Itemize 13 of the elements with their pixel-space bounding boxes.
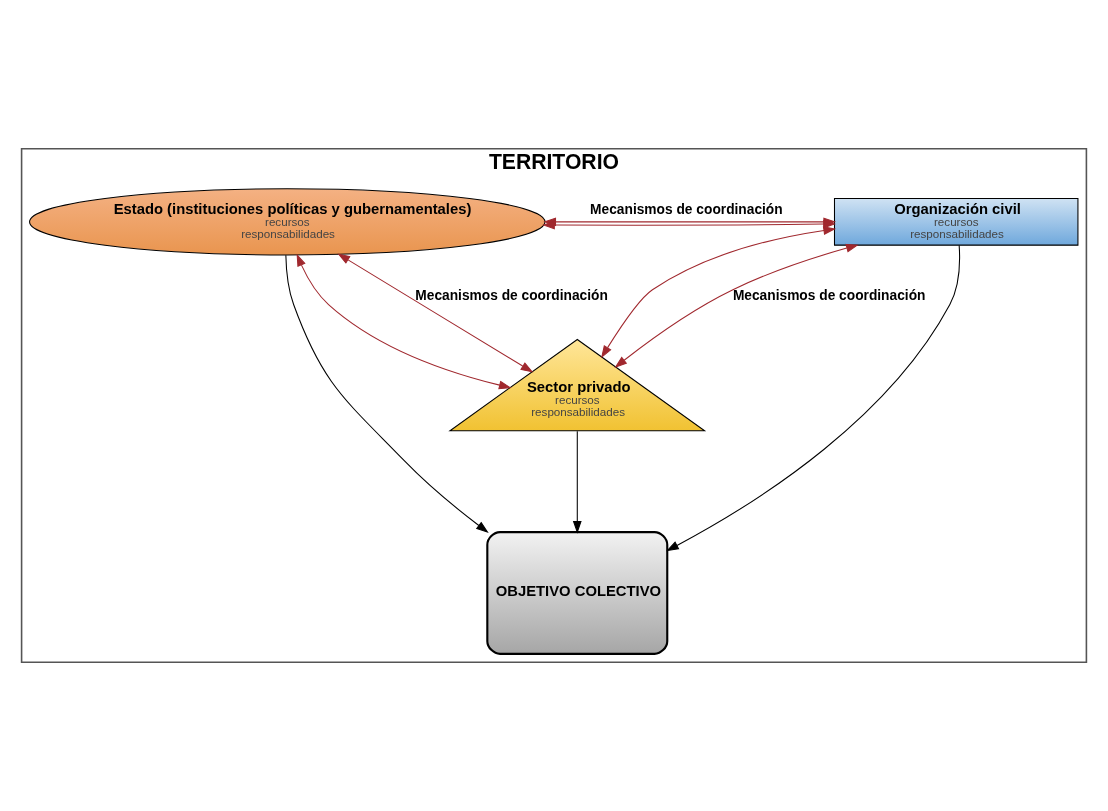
node-box: OBJETIVO COLECTIVO (486, 531, 669, 655)
node-ellipse: Estado (instituciones políticas y gubernamentales) recursos responsabilidades (29, 188, 546, 256)
arrow (572, 430, 582, 534)
edge-label: Mecanismos de coordinación (415, 287, 608, 303)
arrow (666, 244, 961, 552)
arrow (614, 243, 859, 368)
edge-label: Mecanismos de coordinación (590, 201, 783, 217)
arrow (337, 253, 534, 373)
edge-label: Mecanismos de coordinación (732, 287, 926, 303)
arrow (601, 226, 837, 359)
arrow (285, 254, 489, 533)
arrow (296, 253, 512, 390)
node-box: Organización civil recursos responsabilidades (833, 198, 1079, 246)
